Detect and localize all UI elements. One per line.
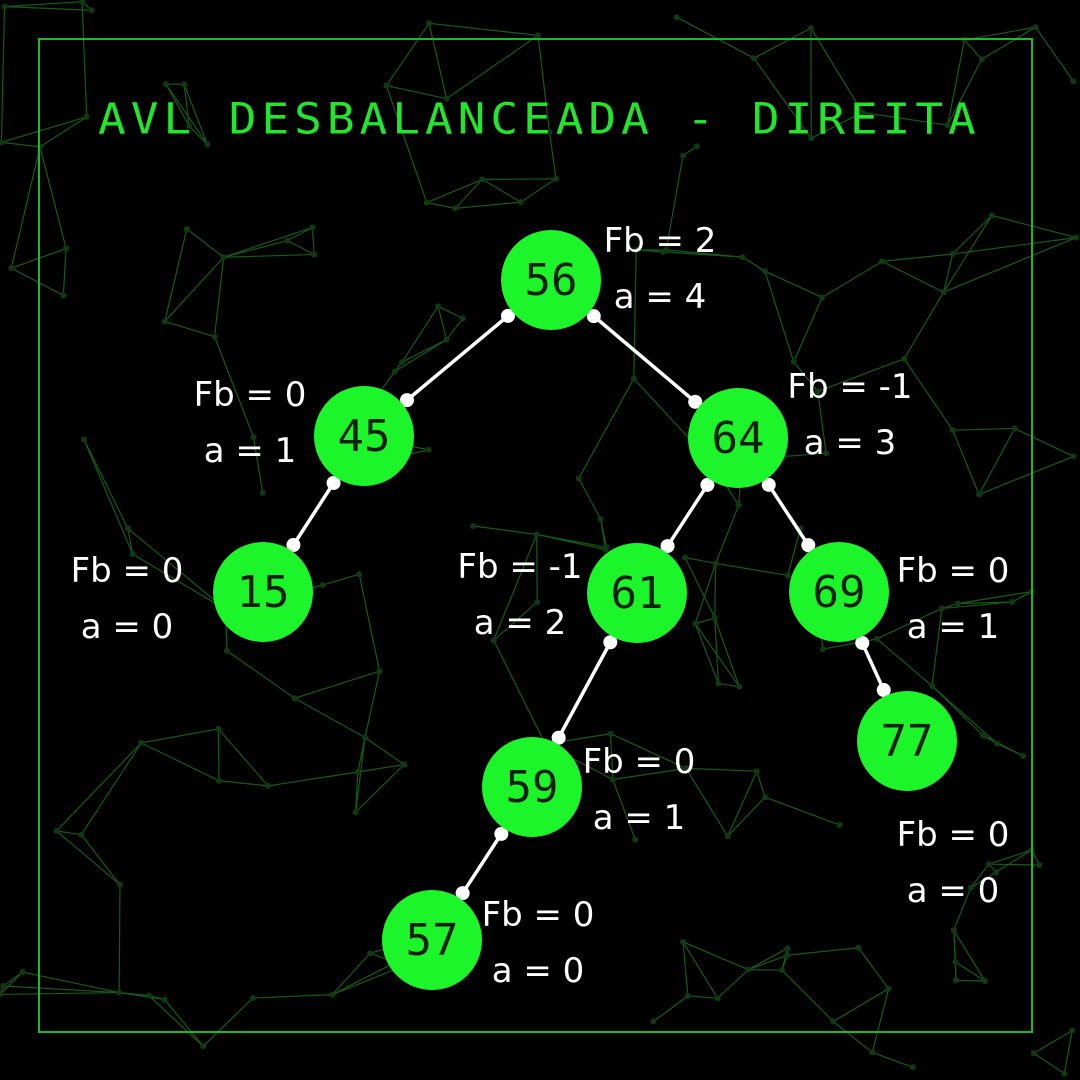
node-label-56: 56 — [525, 255, 578, 306]
annotations-layer: Fb = 2 a = 4 Fb = 0 a = 1 Fb = -1 a = 3 Fb = 0… — [71, 221, 1010, 991]
height-label-61: a = 2 — [474, 603, 567, 643]
edge-59-57 — [455, 826, 509, 901]
height-label-57: a = 0 — [492, 951, 585, 991]
edge-56-64 — [586, 309, 703, 409]
height-label-15: a = 0 — [81, 607, 174, 647]
edge-45-15 — [286, 476, 341, 552]
tree-node-15: 15 — [213, 542, 313, 642]
node-label-59: 59 — [506, 762, 559, 813]
balance-factor-label-69: Fb = 0 — [897, 551, 1010, 591]
node-circle-77 — [857, 691, 957, 791]
edge-64-61 — [660, 477, 715, 554]
diagram-title: AVL DESBALANCEADA - DIREITA — [98, 94, 981, 144]
tree-node-56: 56 — [501, 230, 601, 330]
edge-64-69 — [761, 477, 816, 553]
balance-factor-label-57: Fb = 0 — [482, 895, 595, 935]
tree-node-61: 61 — [587, 543, 687, 643]
balance-factor-label-59: Fb = 0 — [583, 742, 696, 782]
node-circle-59 — [482, 737, 582, 837]
tree-node-64: 64 — [688, 388, 788, 488]
node-circle-69 — [789, 542, 889, 642]
balance-factor-label-61: Fb = -1 — [457, 547, 582, 587]
edge-56-45 — [400, 308, 515, 408]
node-label-69: 69 — [813, 567, 866, 618]
node-label-57: 57 — [406, 915, 459, 966]
border-frame — [38, 38, 1033, 1033]
balance-factor-label-15: Fb = 0 — [71, 551, 184, 591]
tree-node-77: 77 — [857, 691, 957, 791]
node-label-61: 61 — [611, 568, 664, 619]
tree-node-57: 57 — [382, 890, 482, 990]
height-label-45: a = 1 — [204, 431, 297, 471]
tree-node-59: 59 — [482, 737, 582, 837]
node-label-15: 15 — [237, 567, 290, 618]
node-label-64: 64 — [712, 413, 765, 464]
balance-factor-label-64: Fb = -1 — [787, 367, 912, 407]
balance-factor-label-56: Fb = 2 — [604, 221, 717, 261]
height-label-56: a = 4 — [614, 277, 707, 317]
edges-layer — [286, 308, 891, 901]
node-label-77: 77 — [881, 716, 934, 767]
height-label-69: a = 1 — [907, 607, 1000, 647]
balance-factor-label-45: Fb = 0 — [194, 375, 307, 415]
node-circle-15 — [213, 542, 313, 642]
node-circle-45 — [314, 386, 414, 486]
nodes-layer: 56 45 64 15 61 69 59 77 57 — [213, 230, 957, 990]
node-circle-57 — [382, 890, 482, 990]
tree-node-45: 45 — [314, 386, 414, 486]
node-circle-64 — [688, 388, 788, 488]
height-label-77: a = 0 — [907, 871, 1000, 911]
node-circle-56 — [501, 230, 601, 330]
height-label-64: a = 3 — [804, 423, 897, 463]
tree-node-69: 69 — [789, 542, 889, 642]
node-circle-61 — [587, 543, 687, 643]
height-label-59: a = 1 — [593, 798, 686, 838]
node-label-45: 45 — [338, 411, 391, 462]
edge-61-59 — [551, 635, 618, 745]
edge-69-77 — [855, 635, 891, 698]
balance-factor-label-77: Fb = 0 — [897, 815, 1010, 855]
